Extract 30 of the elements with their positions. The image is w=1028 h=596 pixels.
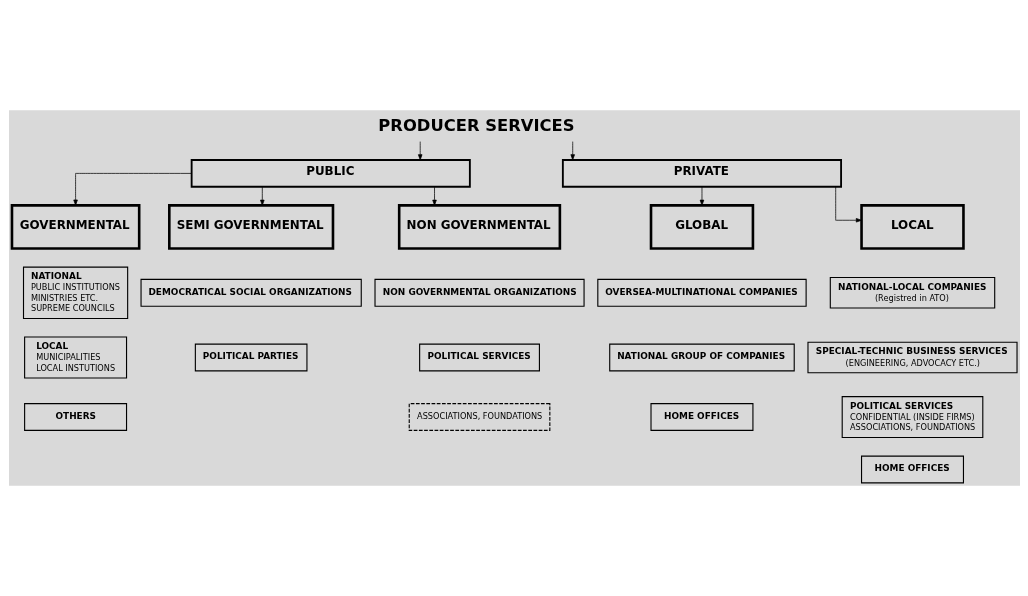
node-box: POLITICAL PARTIES [194,343,307,372]
node-box: POLITICAL SERVICES [418,343,540,372]
node-box: LOCAL [859,204,965,250]
node-box: NATIONAL GROUP OF COMPANIES [608,343,795,372]
node-box: DEMOCRATICAL SOCIAL ORGANIZATIONS [140,278,362,307]
arrow [699,186,704,206]
node-box: GLOBAL [649,204,754,250]
node-box: OTHERS [23,403,127,431]
node-box: NATIONAL-LOCAL COMPANIES (Registred in ATO) [829,277,995,309]
node-box: GOVERNMENTAL [10,204,140,250]
node-box: POLITICAL SERVICES CONFIDENTIAL (INSIDE FIRMS) ASSOCIATIONS, FOUNDATIONS [841,396,983,439]
arrow [431,186,437,206]
arrow [570,141,575,161]
node-box: SPECIAL-TECHNIC BUSINESS SERVICES (ENGINEERING, ADVOCACY ETC.) [806,341,1018,374]
node-box: PRIVATE [561,159,842,188]
arrow [417,141,422,161]
node-box: NON GOVERNMENTAL ORGANIZATIONS [373,278,585,307]
node-box: PUBLIC [190,159,471,188]
node-box: NATIONAL PUBLIC INSTITUTIONS MINISTRIES ETC. SUPREME COUNCILS [22,266,128,319]
node-box: OVERSEA-MULTINATIONAL COMPANIES [596,278,807,307]
node-box: HOME OFFICES [860,455,964,484]
node-box: SEMI GOVERNMENTAL [167,204,334,250]
node-box: HOME OFFICES [649,403,753,431]
node-box: ASSOCIATIONS, FOUNDATIONS [408,403,550,431]
arrow [834,186,862,223]
arrow [72,173,192,206]
arrow [259,186,264,206]
node-text: PRODUCER SERVICES [377,115,574,135]
node-box: NON GOVERNMENTAL [397,204,561,250]
node-box: LOCAL MUNICIPALITIES LOCAL INSTUTIONS [23,336,127,379]
